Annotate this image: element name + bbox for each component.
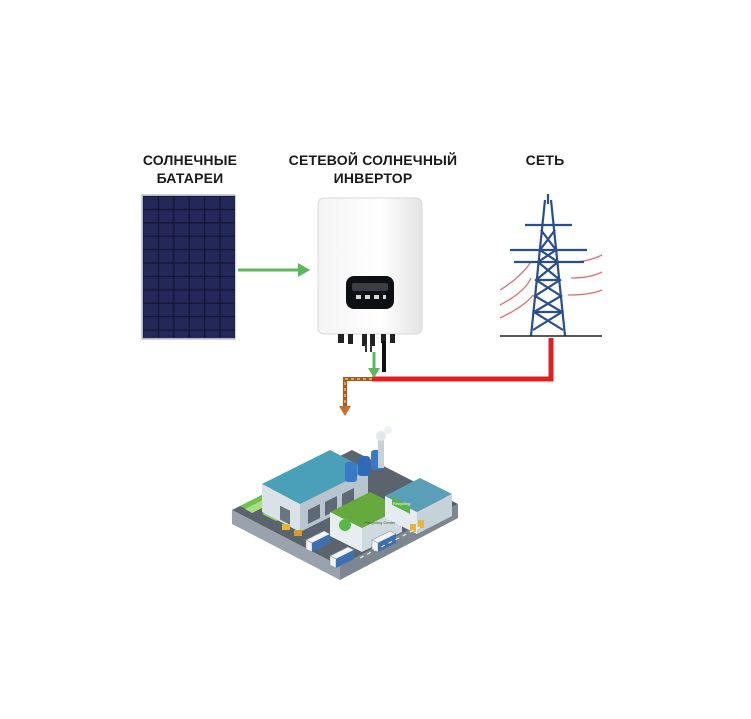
power-tower-icon — [499, 194, 603, 337]
recycling-sign: Recycling Center — [365, 520, 396, 525]
factory-icon: Recycling Center Recycling — [232, 426, 458, 580]
panel-to-inverter-arrow — [238, 263, 310, 277]
recycling-sign-2: Recycling — [393, 501, 410, 506]
inverter-label: СЕТЕВОЙ СОЛНЕЧНЫЙ ИНВЕРТОР — [283, 151, 463, 187]
solar-panels-label: СОЛНЕЧНЫЕ БАТАРЕИ — [130, 151, 250, 187]
grid-label-text: СЕТЬ — [525, 152, 565, 168]
grid-label: СЕТЬ — [505, 151, 585, 169]
mixed-power-line — [339, 377, 372, 416]
inverter-label-line2: ИНВЕРТОР — [333, 170, 413, 186]
solar-panel-icon — [141, 194, 236, 340]
solar-panels-label-line1: СОЛНЕЧНЫЕ — [142, 152, 238, 168]
solar-panels-label-line2: БАТАРЕИ — [156, 170, 224, 186]
inverter-label-line1: СЕТЕВОЙ СОЛНЕЧНЫЙ — [288, 152, 458, 168]
inverter-icon — [317, 197, 423, 372]
grid-power-line — [372, 338, 554, 382]
solar-power-line — [368, 352, 380, 378]
